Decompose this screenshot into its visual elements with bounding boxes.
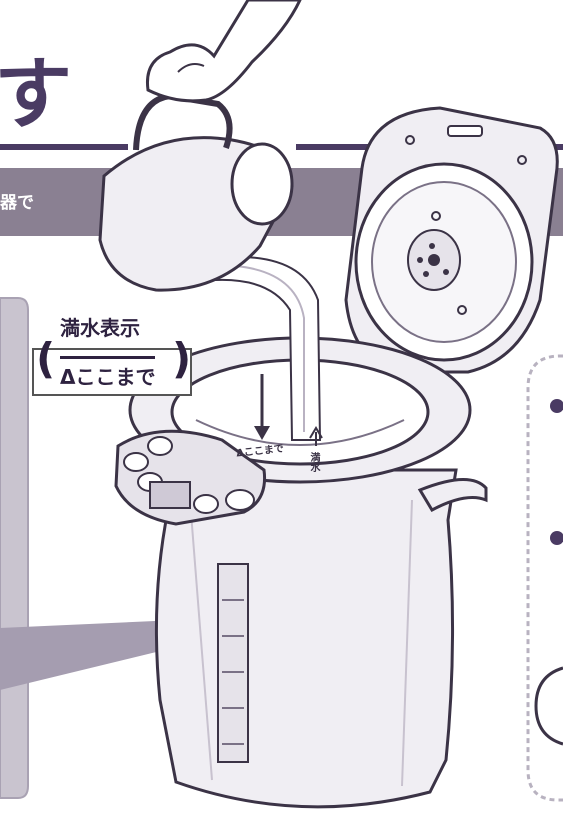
water-level-window xyxy=(218,564,248,762)
fill-mark-label: Δここまで xyxy=(60,356,155,390)
callout-close-paren: ) xyxy=(172,338,191,380)
fill-mark-title: 満水表示 xyxy=(60,312,140,341)
hand xyxy=(147,0,300,101)
header-rule-left xyxy=(0,144,128,150)
left-info-panel xyxy=(0,298,28,798)
pot-water-level-text: 満水 xyxy=(306,452,321,472)
callout-open-paren: ( xyxy=(36,338,55,380)
band-text-fragment: 器で xyxy=(0,188,34,213)
heading-fragment: す xyxy=(0,56,72,134)
